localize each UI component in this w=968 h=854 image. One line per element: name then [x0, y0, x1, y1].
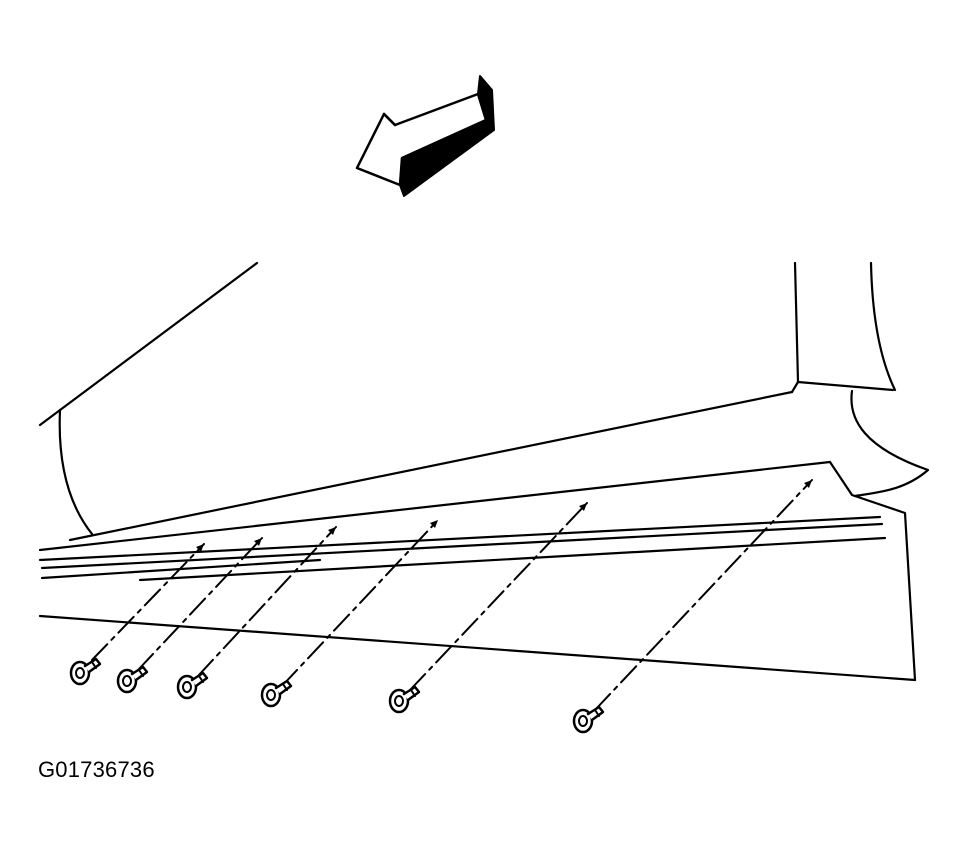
arrow-side-shadow: [399, 75, 495, 197]
rocker-panel-molding: [38, 460, 917, 682]
leader-line: [594, 479, 813, 711]
leader-arrowheads: [196, 480, 812, 552]
rear-pillar-base: [796, 380, 895, 392]
arrowhead: [254, 538, 262, 546]
leader-line: [91, 543, 205, 661]
rear-pillar-left: [793, 261, 800, 384]
molding-mid-line: [138, 536, 887, 582]
molding-groove-2: [40, 522, 884, 570]
fastener-leaders: [91, 479, 813, 711]
vehicle-body: [38, 261, 930, 542]
front-fender-curve: [58, 408, 94, 536]
molding-groove-1: [38, 515, 882, 562]
leader-line: [197, 526, 337, 677]
screw-icon: [176, 671, 209, 700]
molding-end-cap: [828, 460, 917, 682]
arrow-face-inner-edge: [382, 112, 397, 127]
door-upper-line: [38, 261, 259, 427]
screw-icon: [116, 665, 149, 694]
molding-top-edge: [38, 460, 832, 552]
fasteners: [69, 657, 605, 734]
leader-line: [409, 502, 588, 691]
direction-arrow-icon: [355, 75, 495, 197]
pillar-to-body: [790, 380, 800, 394]
rear-wheel-arch: [850, 389, 930, 498]
arrowhead: [430, 520, 438, 528]
screw-icon: [388, 685, 421, 714]
screw-icon: [572, 705, 605, 734]
leader-line: [137, 537, 263, 671]
arrowhead: [579, 503, 587, 511]
rear-pillar-right: [869, 261, 897, 392]
screw-icon: [69, 657, 102, 686]
door-bottom-edge: [68, 390, 794, 542]
leader-line: [281, 519, 439, 687]
arrowhead: [196, 544, 204, 552]
screw-icon: [260, 679, 293, 708]
arrowhead: [328, 527, 336, 535]
molding-bottom-edge: [38, 614, 917, 682]
figure-id-label: G01736736: [38, 757, 155, 782]
arrowhead: [804, 480, 812, 488]
